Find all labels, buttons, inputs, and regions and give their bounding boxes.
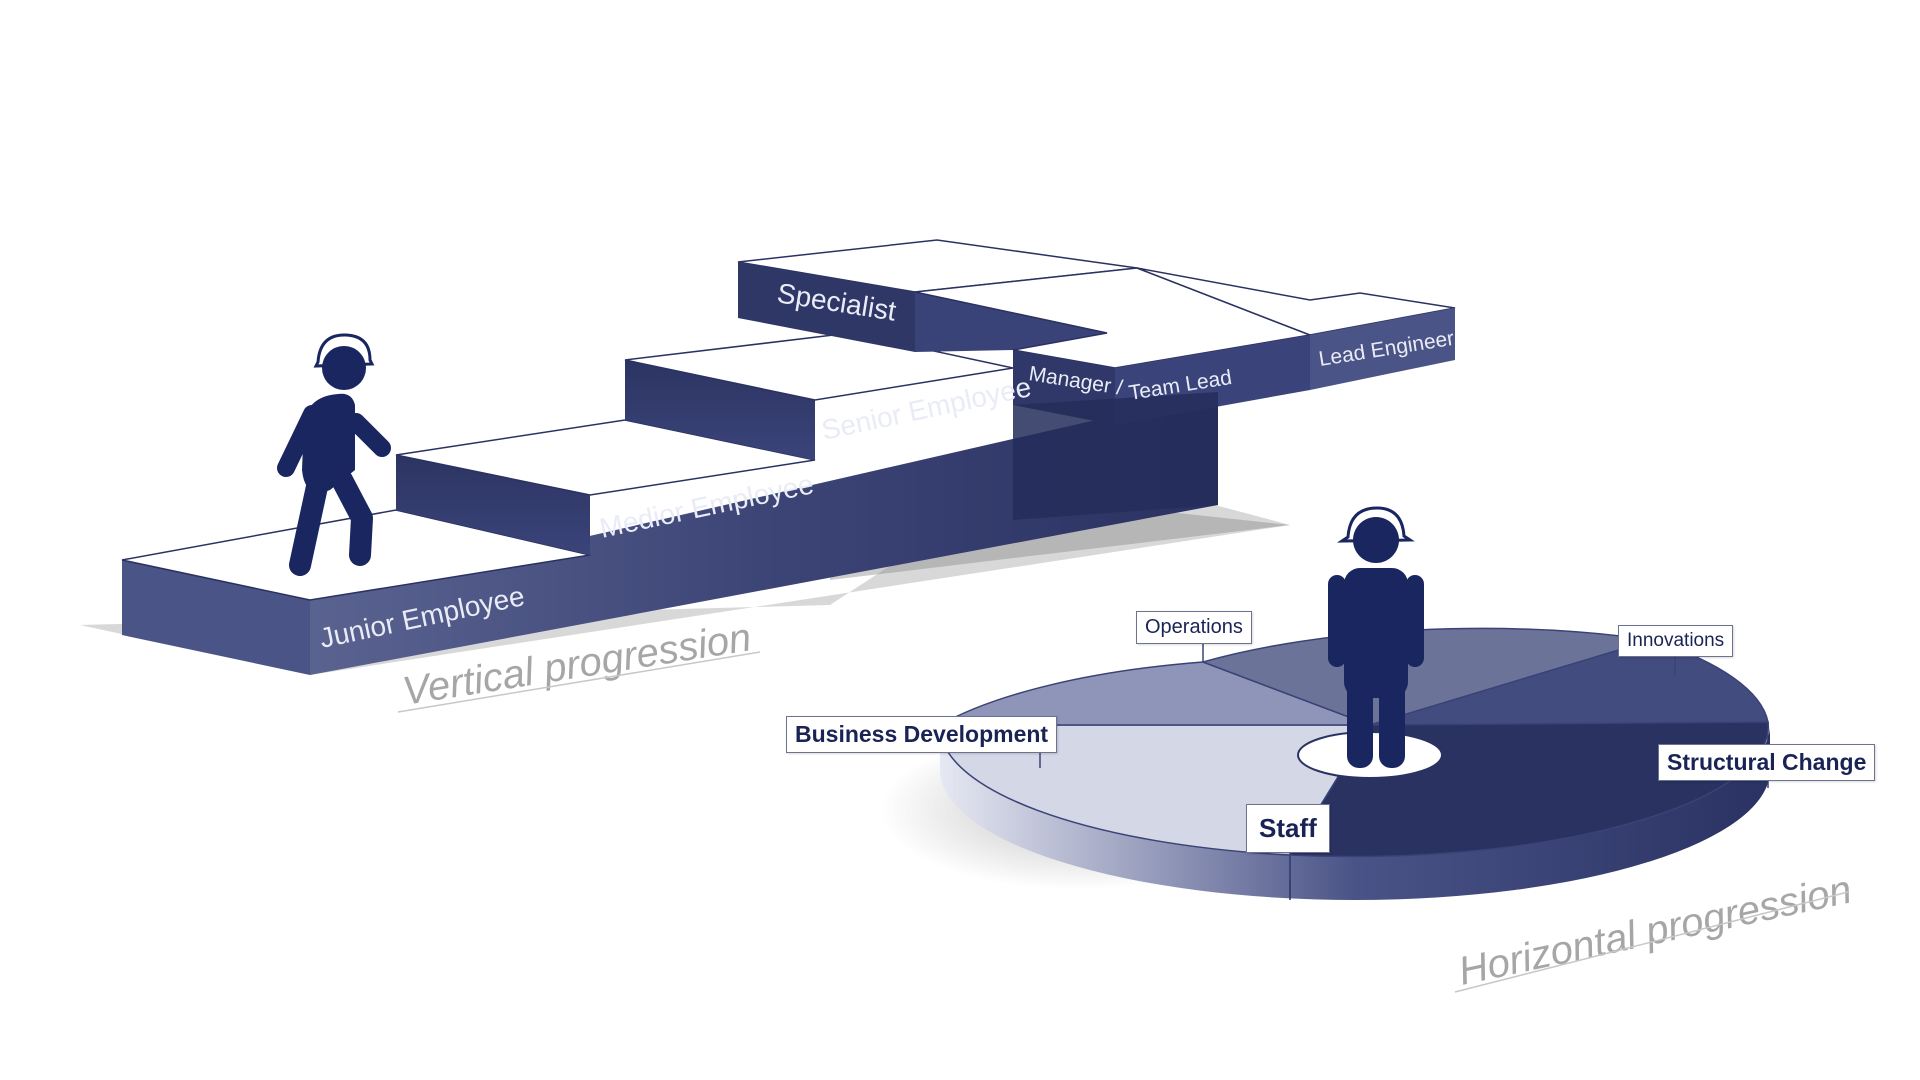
disc-side — [940, 725, 1770, 900]
stair-shadow-right — [830, 510, 1290, 580]
lead-engineer-step-top — [1136, 267, 1456, 336]
standing-worker-left-arm — [1328, 575, 1346, 667]
walking-worker-back-arm — [277, 405, 321, 477]
specialist-front-face — [738, 262, 915, 352]
walking-worker-back-leg — [289, 471, 329, 576]
vertical-progression-underline — [397, 651, 761, 713]
lead-engineer-front-face — [1310, 308, 1455, 390]
medior-riser — [396, 455, 590, 555]
standing-worker-left-leg — [1347, 680, 1373, 768]
standing-worker-right-leg — [1379, 680, 1405, 768]
standing-worker-right-arm — [1406, 575, 1424, 667]
senior-riser — [625, 360, 815, 460]
stair-support-pillar — [1013, 392, 1218, 520]
horizontal-progression-underline — [1454, 891, 1849, 993]
walking-worker-figure — [277, 333, 391, 576]
structural-change-tag: Structural Change — [1658, 744, 1876, 781]
standing-worker-figure — [1328, 506, 1424, 768]
innovations-tag: Innovations — [1618, 625, 1734, 657]
walking-worker-front-arm — [347, 413, 391, 457]
standing-worker-torso — [1344, 568, 1408, 698]
stair-front-wall — [310, 392, 1218, 675]
operations-tag: Operations — [1136, 611, 1252, 644]
junior-step-left-face — [122, 560, 310, 675]
staircase: Junior Employee Medior Employee Senior E… — [80, 239, 1456, 714]
standing-worker-head — [1353, 517, 1399, 563]
business-development-tag: Business Development — [786, 716, 1058, 753]
staff-tag: Staff — [1246, 804, 1330, 853]
segment-operations — [937, 661, 1371, 726]
walking-worker-front-leg — [331, 469, 373, 566]
walking-worker-head — [322, 346, 366, 390]
